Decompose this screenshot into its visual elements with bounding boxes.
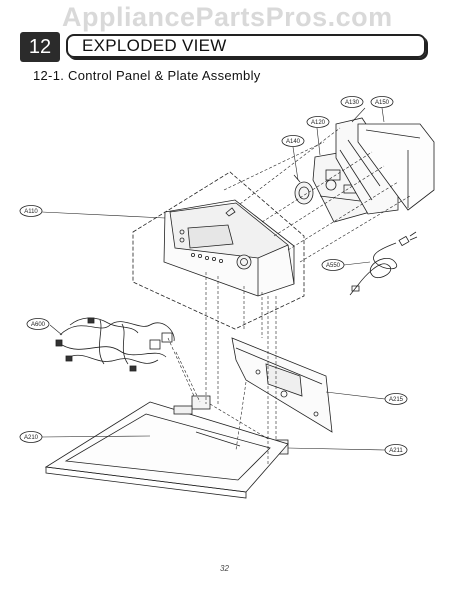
- callout-bubbles: [19, 96, 408, 456]
- callout-a600: [26, 318, 50, 330]
- callout-a120: [306, 116, 330, 128]
- callout-label-a211: A211: [389, 448, 403, 454]
- power-cord-part: [349, 231, 418, 296]
- callout-a130: [340, 96, 364, 108]
- clip-part: [225, 207, 236, 217]
- callout-label-a140: A140: [286, 139, 301, 145]
- knob-part: [293, 174, 314, 205]
- callout-a210: [19, 431, 43, 443]
- section-header: 12 EXPLODED VIEW: [20, 32, 430, 62]
- callout-label-a550: A550: [326, 263, 341, 269]
- page-number: 32: [220, 564, 229, 573]
- callout-label-a150: A150: [375, 100, 390, 106]
- control-panel-part: [163, 199, 295, 297]
- callout-label-a110: A110: [24, 209, 38, 215]
- rear-plate-part: [231, 337, 333, 433]
- callout-a211: [384, 444, 408, 456]
- chapter-number-badge: 12: [20, 32, 60, 62]
- assembly-guide-lines: [167, 127, 411, 466]
- pcb-cover-part: [335, 117, 399, 215]
- section-title: 12-1. Control Panel & Plate Assembly: [33, 68, 261, 83]
- back-cover-part: [357, 123, 435, 211]
- control-panel-dashed-outline: [132, 171, 305, 330]
- callout-a140: [281, 135, 305, 147]
- callout-label-a600: A600: [31, 322, 46, 328]
- callout-a550: [321, 259, 345, 271]
- callout-a215: [384, 393, 408, 405]
- callout-label-a120: A120: [311, 120, 326, 126]
- callout-a110: [19, 205, 43, 217]
- wire-harness-part: [55, 317, 175, 372]
- bracket-part-upper: [191, 395, 211, 410]
- callout-label-a215: A215: [389, 397, 404, 403]
- top-plate-part: [44, 401, 289, 499]
- watermark: AppliancePartsPros.com: [62, 2, 393, 32]
- chapter-title: EXPLODED VIEW: [66, 34, 426, 58]
- leader-lines: [41, 107, 386, 451]
- callout-label-a210: A210: [24, 435, 39, 441]
- callout-a150: [370, 96, 394, 108]
- callout-label-a130: A130: [345, 100, 360, 106]
